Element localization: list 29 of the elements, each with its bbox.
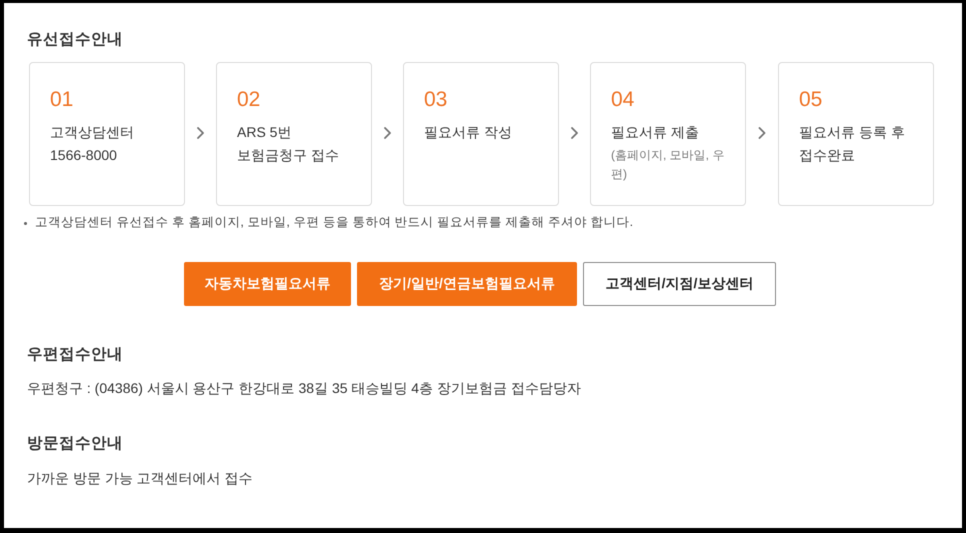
- chevron-arrow: [384, 127, 391, 139]
- note-text: 고객상담센터 유선접수 후 홈페이지, 모바일, 우편 등을 통하여 반드시 필요서류를 제출해 주셔야 합니다.: [35, 214, 634, 231]
- step-text: 필요서류 등록 후 접수완료: [799, 123, 906, 165]
- step-text: ARS 5번 보험금청구 접수: [237, 123, 340, 165]
- chevron-arrow: [758, 127, 766, 139]
- step-text: 필요서류 작성: [424, 123, 513, 142]
- section-heading: 우편접수안내: [27, 345, 123, 365]
- section-heading: 방문접수안내: [27, 434, 123, 454]
- step-number: 02: [237, 88, 260, 112]
- step-number: 01: [50, 88, 74, 112]
- chevron-arrow: [571, 127, 578, 139]
- step-note: (홈페이지, 모바일, 우편): [611, 147, 726, 183]
- step-number: 03: [424, 88, 448, 112]
- documents-button: 자동차보험필요서류: [184, 262, 351, 306]
- step-card: [216, 62, 372, 206]
- chevron-arrow: [197, 127, 204, 139]
- step-number: 04: [611, 88, 634, 112]
- link-button: 고객센터/지점/보상센터: [583, 262, 776, 306]
- section-heading: 유선접수안내: [27, 30, 123, 50]
- step-text: 필요서류 제출: [611, 123, 700, 142]
- step-card: [590, 62, 746, 206]
- address-text: 우편청구 : (04386) 서울시 용산구 한강대로 38길 35 태승빌딩 4층 장기보험금 접수담당자: [27, 379, 581, 398]
- step-card: [29, 62, 185, 206]
- step-number: 05: [799, 88, 822, 112]
- step-card: [403, 62, 559, 206]
- body-text: 가까운 방문 가능 고객센터에서 접수: [27, 469, 253, 488]
- step-text: 고객상담센터 1566-8000: [50, 123, 135, 165]
- documents-button: 장기/일반/연금보험필요서류: [357, 262, 577, 306]
- step-card: [778, 62, 934, 206]
